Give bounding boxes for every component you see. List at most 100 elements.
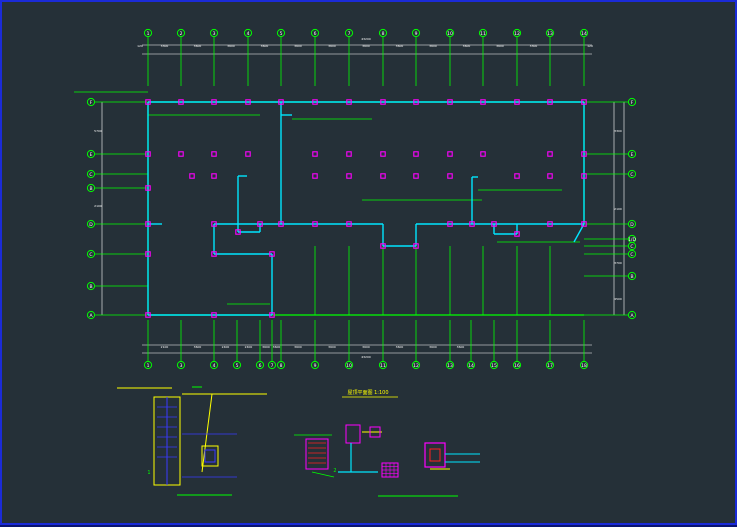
bottom-dim-text: 3600 xyxy=(328,345,336,349)
top-dim-text: 3600 xyxy=(496,44,504,48)
right-axis-bubble-circle xyxy=(627,241,637,251)
fixture-square xyxy=(312,221,318,227)
left-axis-bubble-label: F xyxy=(90,100,93,106)
bottom-grid-bubble-circle xyxy=(143,360,153,370)
top-dim-end: 120 xyxy=(587,44,593,48)
top-grid-bubble-circle xyxy=(344,28,354,38)
bottom-grid-bubble-circle xyxy=(232,360,242,370)
bottom-total-dim: 43200 xyxy=(361,355,371,359)
pipe-segment xyxy=(573,223,585,243)
fixture-square xyxy=(211,251,217,257)
top-dim-text: 3600 xyxy=(429,44,437,48)
fixture-square xyxy=(189,173,195,179)
top-grid-bubble-label: 3 xyxy=(213,31,216,37)
fixture-square xyxy=(447,151,453,157)
top-dim-text: 3300 xyxy=(530,44,538,48)
bottom-grid-bubble-circle xyxy=(344,360,354,370)
top-dim-text: 3600 xyxy=(396,44,404,48)
fixture-square xyxy=(278,221,284,227)
bottom-grid-bubble-circle xyxy=(512,360,522,370)
axis-lines xyxy=(74,37,628,362)
top-grid-bubble-circle xyxy=(276,28,286,38)
top-grid-bubble-label: 6 xyxy=(314,31,317,37)
top-dim-end: 120 xyxy=(137,44,143,48)
bottom-dim-text: 3600 xyxy=(457,345,465,349)
bottom-grid-bubble-label: 1 xyxy=(147,363,150,369)
fixture-square xyxy=(413,243,419,249)
left-axis-bubble-label: B xyxy=(89,186,92,192)
left-dim-text: 2100 xyxy=(94,204,102,208)
left-axis-bubble-circle xyxy=(86,183,96,193)
top-grid-bubble-label: 7 xyxy=(348,31,351,37)
fixture-square xyxy=(145,185,151,191)
bottom-grid-bubble-label: 18 xyxy=(581,363,587,369)
detail-box xyxy=(305,438,329,470)
fixture-square xyxy=(480,151,486,157)
top-grid-bubble-circle xyxy=(209,28,219,38)
fixture-square xyxy=(469,221,475,227)
fixture-square xyxy=(278,99,284,105)
fixture-square xyxy=(211,221,217,227)
bottom-dim-text: 3600 xyxy=(262,345,270,349)
fixture-square xyxy=(346,99,352,105)
top-total-dim: 43200 xyxy=(361,37,371,41)
top-dim-text: 3300 xyxy=(161,44,169,48)
left-axis-bubble-circle xyxy=(86,149,96,159)
bottom-grid-bubble-label: 15 xyxy=(491,363,497,369)
bottom-grid-bubble-label: 5 xyxy=(236,363,239,369)
left-axis-bubble-label: C xyxy=(89,172,92,178)
right-dim-text: 3700 xyxy=(614,261,622,265)
bottom-grid-bubble-circle xyxy=(489,360,499,370)
right-axis-bubble-circle xyxy=(627,97,637,107)
left-axis-bubble-label: A xyxy=(89,313,93,319)
fixture-square xyxy=(491,221,497,227)
left-axis-bubble-label: D xyxy=(89,222,93,228)
bottom-grid-bubble-label: 8 xyxy=(280,363,283,369)
fixture-square xyxy=(178,99,184,105)
bottom-grid-bubble-circle xyxy=(378,360,388,370)
top-grid-bubble-circle xyxy=(445,28,455,38)
bottom-dim-text: 3600 xyxy=(273,345,281,349)
left-axis-bubble-label: C xyxy=(89,252,92,258)
drawing-title: 屋顶平面图 1:100 xyxy=(348,390,389,396)
detail-line xyxy=(201,393,213,473)
fixture-square xyxy=(245,99,251,105)
fixture-square xyxy=(211,151,217,157)
left-axis-bubble-circle xyxy=(86,281,96,291)
right-axis-bubble-label: C xyxy=(630,244,633,250)
top-grid-bubble-label: 11 xyxy=(480,31,486,37)
fixture-square xyxy=(547,99,553,105)
top-dim-text: 3600 xyxy=(294,44,302,48)
bottom-grid-bubble-circle xyxy=(276,360,286,370)
fixtures xyxy=(145,99,587,318)
fixture-square xyxy=(581,99,587,105)
top-grid-bubble-label: 12 xyxy=(514,31,520,37)
top-dim-text: 3600 xyxy=(328,44,336,48)
bottom-grid-bubble-label: 12 xyxy=(413,363,419,369)
fixture-square xyxy=(547,151,553,157)
bottom-grid-bubble-circle xyxy=(579,360,589,370)
top-grid-bubble-label: 9 xyxy=(415,31,418,37)
top-grid-bubble-circle xyxy=(243,28,253,38)
top-grid-bubble-label: 8 xyxy=(382,31,385,37)
bottom-grid-bubble-circle xyxy=(411,360,421,370)
top-grid-bubble-label: 4 xyxy=(247,31,250,37)
top-grid-bubble-circle xyxy=(512,28,522,38)
left-axis-bubble-circle xyxy=(86,310,96,320)
fixture-square xyxy=(514,231,520,237)
detail-box xyxy=(369,426,381,438)
left-axis-bubble-label: B xyxy=(89,284,92,290)
bottom-grid-bubble-label: 6 xyxy=(259,363,262,369)
left-dim-text: 5700 xyxy=(94,129,102,133)
fixture-square xyxy=(211,99,217,105)
right-axis-bubble-circle xyxy=(627,149,637,159)
right-axis-bubble-label: D xyxy=(630,222,634,228)
fixture-square xyxy=(581,151,587,157)
right-axis-bubble-circle xyxy=(627,271,637,281)
fixture-square xyxy=(581,221,587,227)
fixture-square xyxy=(514,173,520,179)
pipe-network xyxy=(147,101,585,316)
fixture-square xyxy=(413,151,419,157)
